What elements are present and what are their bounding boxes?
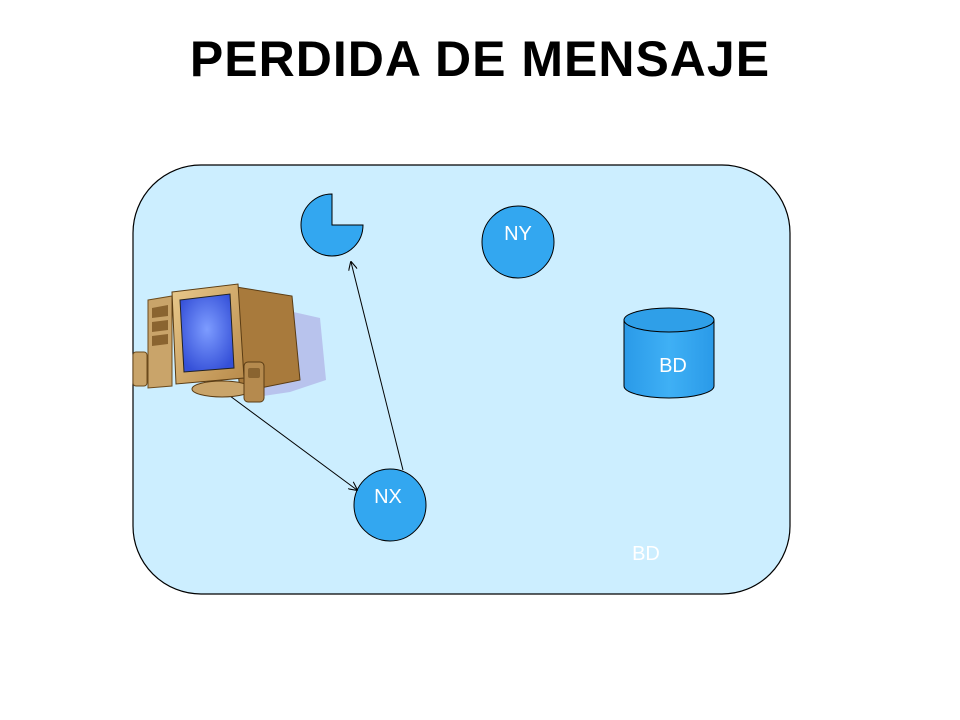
arrow-nx-to-message	[351, 262, 404, 471]
database-label: BD	[659, 355, 687, 377]
pie-chart-icon	[300, 193, 364, 257]
region-label: BD	[632, 543, 660, 565]
database-icon: BD	[623, 307, 715, 399]
arrow-computer-to-nx	[225, 392, 357, 490]
node-ny-label: NY	[504, 223, 532, 245]
page-title: PERDIDA DE MENSAJE	[189, 31, 771, 87]
computer-icon	[132, 283, 326, 403]
node-ny: NY	[481, 205, 555, 279]
node-nx-label: NX	[374, 486, 402, 508]
node-nx: NX	[353, 468, 427, 542]
